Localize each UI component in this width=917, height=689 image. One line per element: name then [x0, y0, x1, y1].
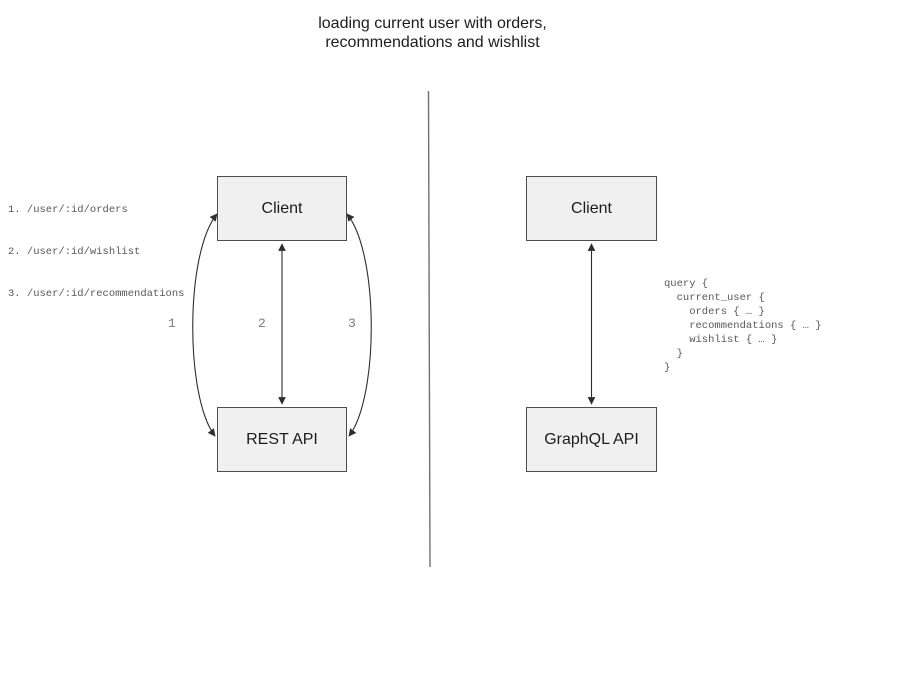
graphql-api-box-label: GraphQL API [544, 430, 639, 448]
client-box-graphql-label: Client [571, 199, 612, 217]
client-box-rest-label: Client [261, 199, 303, 217]
rest-api-box: REST API [217, 407, 347, 472]
endpoint-item: 1. /user/:id/orders [8, 204, 128, 216]
rest-endpoints-list: 1. /user/:id/orders 2. /user/:id/wishlis… [8, 175, 184, 329]
divider-line [427, 90, 431, 568]
client-box-rest: Client [217, 176, 347, 241]
graphql-query-code: query { current_user { orders { … } reco… [664, 278, 822, 374]
endpoint-item: 3. /user/:id/recommendations [8, 288, 185, 300]
arrow-label-2: 2 [258, 316, 266, 331]
endpoint-item: 2. /user/:id/wishlist [8, 246, 141, 258]
client-box-graphql: Client [526, 176, 657, 241]
diagram-title: loading current user with orders, recomm… [318, 15, 547, 51]
arrow-label-3: 3 [348, 316, 356, 331]
arrow-label-1: 1 [168, 316, 176, 331]
graphql-api-box: GraphQL API [526, 407, 657, 472]
curved-arrow-1 [192, 213, 218, 437]
rest-api-box-label: REST API [246, 430, 318, 448]
